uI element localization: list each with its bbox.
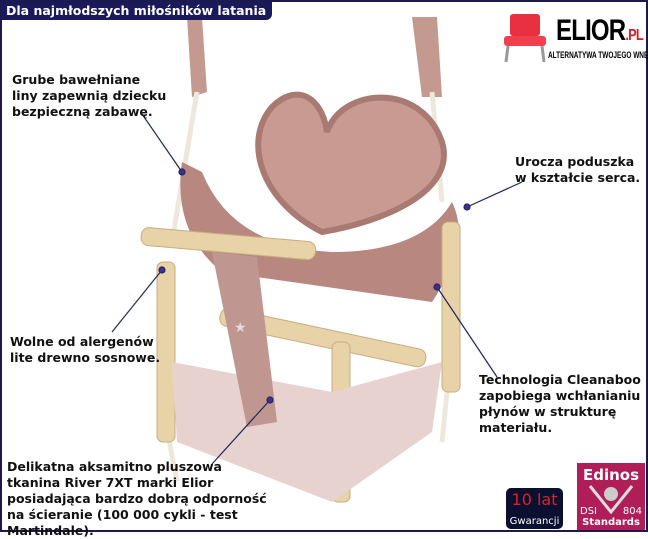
front-strap	[212, 252, 277, 427]
logo-name: ELIOR	[556, 14, 626, 47]
heart-pillow	[255, 91, 447, 236]
star-icon: ★	[234, 320, 247, 336]
callout-lines	[111, 113, 523, 465]
edinos-v-mark	[588, 485, 634, 515]
warranty-badge: 10 lat Gwarancji	[506, 488, 563, 529]
logo-suffix: .PL	[625, 27, 643, 44]
logo-tagline: ALTERNATYWA TWOJEGO WNĘTRZA	[548, 50, 648, 60]
edinos-badge: Edinos DSI 804 Standards	[577, 463, 645, 530]
chair-icon	[504, 14, 546, 63]
seat-cushion	[172, 362, 442, 502]
header-title: Dla najmłodszych miłośników latania	[2, 2, 273, 20]
elior-logo: ELIOR.PL ALTERNATYWA TWOJEGO WNĘTRZA	[498, 12, 648, 64]
